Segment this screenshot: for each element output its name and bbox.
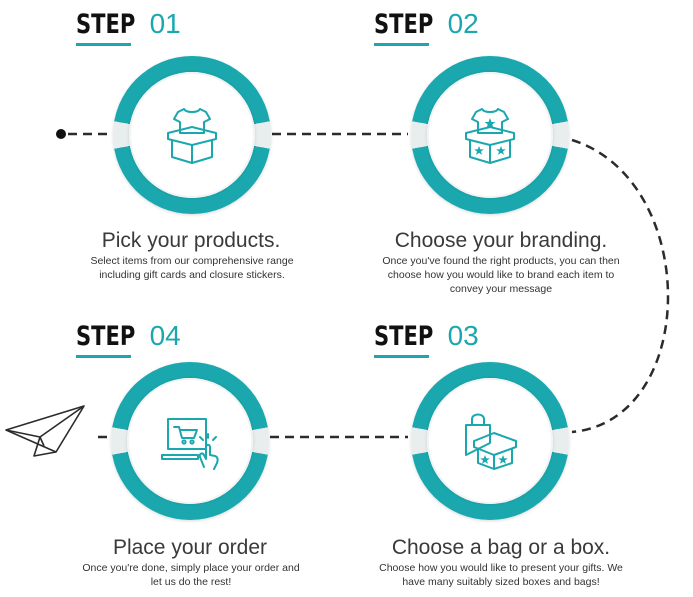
start-dot-icon (56, 129, 66, 139)
step-number: 01 (149, 8, 181, 39)
step-word: STEP (76, 9, 136, 40)
step-word: STEP (374, 9, 434, 40)
step-03-ring (411, 362, 569, 520)
step-number: 04 (149, 320, 181, 351)
step-02-title: Choose your branding. (394, 229, 608, 252)
laptop-cart-click-icon (161, 418, 219, 470)
step-04-ring (111, 362, 269, 520)
step-03-heading: STEP 03 (374, 320, 479, 358)
step-02-heading: STEP 02 (374, 8, 479, 46)
step-03-title: Choose a bag or a box. (391, 536, 611, 559)
step-number: 02 (447, 8, 479, 39)
bag-and-box-icon (465, 413, 517, 470)
step-04-description: Once you're done, simply place your orde… (82, 562, 300, 588)
step-number: 03 (447, 320, 479, 351)
step-02-description: Once you've found the right products, yo… (382, 255, 620, 295)
step-04-title: Place your order (112, 536, 268, 559)
branded-tshirt-box-icon (465, 108, 515, 164)
step-01-ring (113, 56, 271, 214)
step-underline (76, 355, 131, 358)
tshirt-box-icon (167, 108, 217, 164)
step-underline (374, 43, 429, 46)
step-01-title: Pick your products. (101, 229, 281, 252)
step-01-heading: STEP 01 (76, 8, 181, 46)
step-word: STEP (374, 321, 434, 352)
connector-step2-step3 (571, 138, 670, 434)
step-02-ring (411, 56, 569, 214)
step-underline (374, 355, 429, 358)
step-03-description: Choose how you would like to present you… (379, 562, 623, 588)
step-04-heading: STEP 04 (76, 320, 181, 358)
step-word: STEP (76, 321, 136, 352)
step-01-description: Select items from our comprehensive rang… (90, 255, 294, 281)
paper-plane-icon (5, 405, 85, 457)
step-underline (76, 43, 131, 46)
